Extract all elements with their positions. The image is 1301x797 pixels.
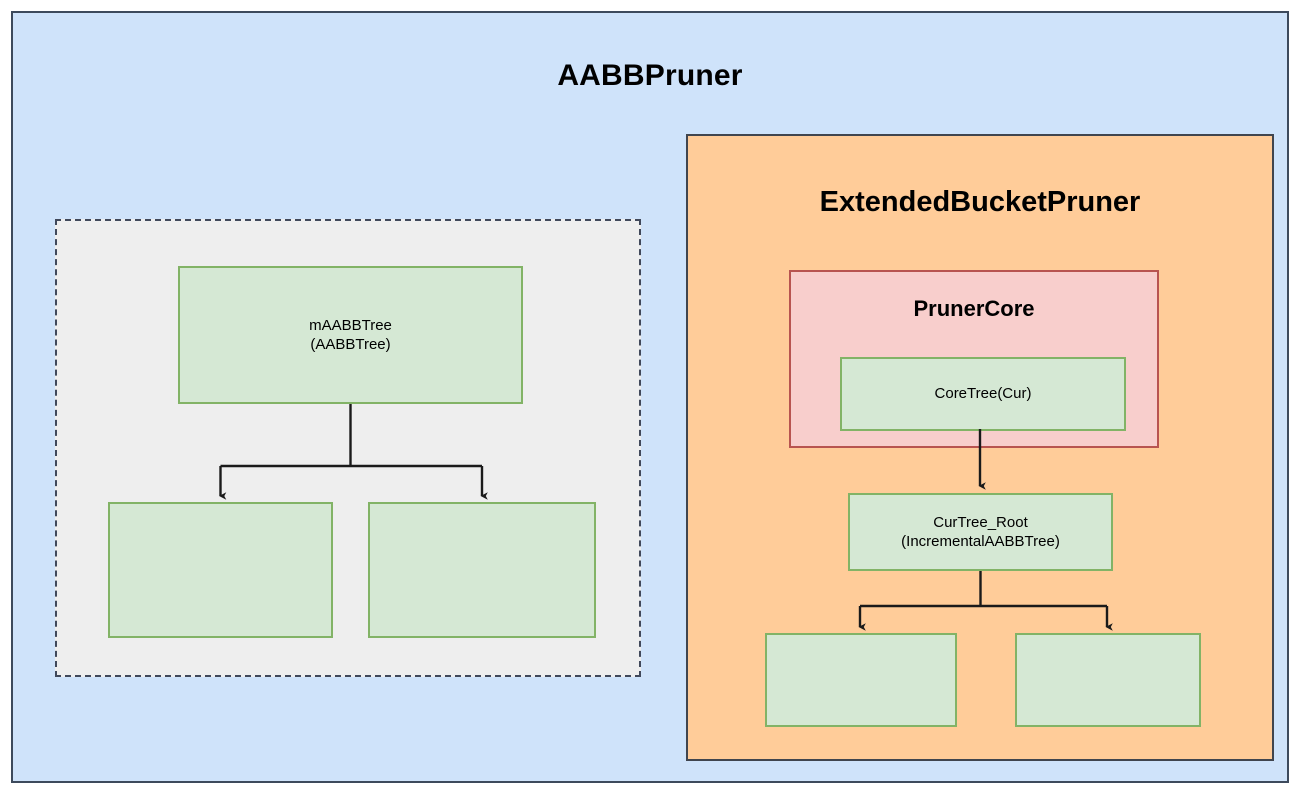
node-curtree-root: CurTree_Root (IncrementalAABBTree) [848, 493, 1113, 571]
node-maabbtree-label: mAABBTree (AABBTree) [309, 316, 392, 354]
container-aabbpruner: AABBPruner mAABBTree (AABBTree) [11, 11, 1289, 783]
container-dashed-group: mAABBTree (AABBTree) [55, 219, 641, 677]
node-right-child-b [1015, 633, 1201, 727]
node-curtree-root-label: CurTree_Root (IncrementalAABBTree) [901, 513, 1060, 551]
node-maabbtree: mAABBTree (AABBTree) [178, 266, 523, 404]
node-left-child-b [368, 502, 596, 638]
node-right-child-a [765, 633, 957, 727]
container-extendedbucketpruner: ExtendedBucketPruner PrunerCore CoreTree… [686, 134, 1274, 761]
container-prunercore: PrunerCore CoreTree(Cur) [789, 270, 1159, 448]
prunercore-title: PrunerCore [913, 296, 1035, 321]
node-left-child-a [108, 502, 333, 638]
node-coretree: CoreTree(Cur) [840, 357, 1126, 431]
node-coretree-label: CoreTree(Cur) [934, 385, 1032, 403]
extendedbucketpruner-title: ExtendedBucketPruner [819, 186, 1141, 218]
page-title: AABBPruner [557, 59, 743, 92]
